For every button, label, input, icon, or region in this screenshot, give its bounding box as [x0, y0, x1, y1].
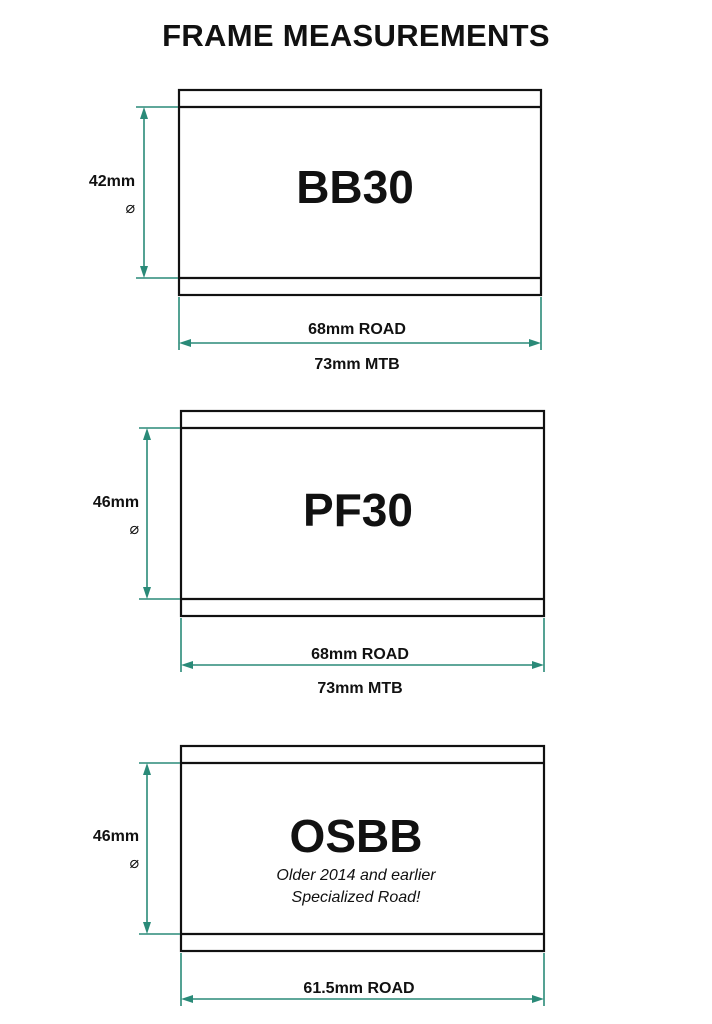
- diameter-label: 46mm: [93, 828, 139, 845]
- arrow-right-icon: [529, 339, 541, 347]
- shell-outline: [177, 88, 543, 297]
- arrow-right-icon: [532, 661, 544, 669]
- shell-name: PF30: [303, 484, 413, 536]
- shell-note-line-1: Older 2014 and earlier: [276, 867, 436, 884]
- arrow-down-icon: [143, 922, 151, 934]
- width-label-mtb: 73mm MTB: [317, 680, 402, 697]
- diameter-symbol-icon: ⌀: [129, 519, 139, 538]
- shell-osbb: OSBB Older 2014 and earlier Specialized …: [93, 744, 546, 1006]
- arrow-left-icon: [181, 661, 193, 669]
- arrow-down-icon: [143, 587, 151, 599]
- shell-note-line-2: Specialized Road!: [292, 889, 422, 906]
- shell-name: BB30: [296, 161, 414, 213]
- arrow-left-icon: [181, 995, 193, 1003]
- arrow-up-icon: [143, 763, 151, 775]
- diameter-symbol-icon: ⌀: [125, 198, 135, 217]
- arrow-down-icon: [140, 266, 148, 278]
- diameter-label: 46mm: [93, 494, 139, 511]
- shell-pf30: PF30 46mm ⌀ 68mm ROAD 73mm MTB: [93, 409, 546, 697]
- width-label-road: 68mm ROAD: [311, 646, 409, 663]
- arrow-left-icon: [179, 339, 191, 347]
- width-label-road: 68mm ROAD: [308, 321, 406, 338]
- arrow-right-icon: [532, 995, 544, 1003]
- width-label-road: 61.5mm ROAD: [303, 980, 414, 997]
- page-title: FRAME MEASUREMENTS: [162, 18, 550, 53]
- shell-outline: [179, 744, 546, 953]
- diameter-symbol-icon: ⌀: [129, 853, 139, 872]
- width-label-mtb: 73mm MTB: [314, 356, 399, 373]
- shell-outline: [179, 409, 546, 618]
- diameter-label: 42mm: [89, 173, 135, 190]
- shell-bb30: BB30 42mm ⌀ 68mm ROAD 73mm MTB: [89, 88, 543, 373]
- shell-name: OSBB: [290, 810, 423, 862]
- arrow-up-icon: [143, 428, 151, 440]
- arrow-up-icon: [140, 107, 148, 119]
